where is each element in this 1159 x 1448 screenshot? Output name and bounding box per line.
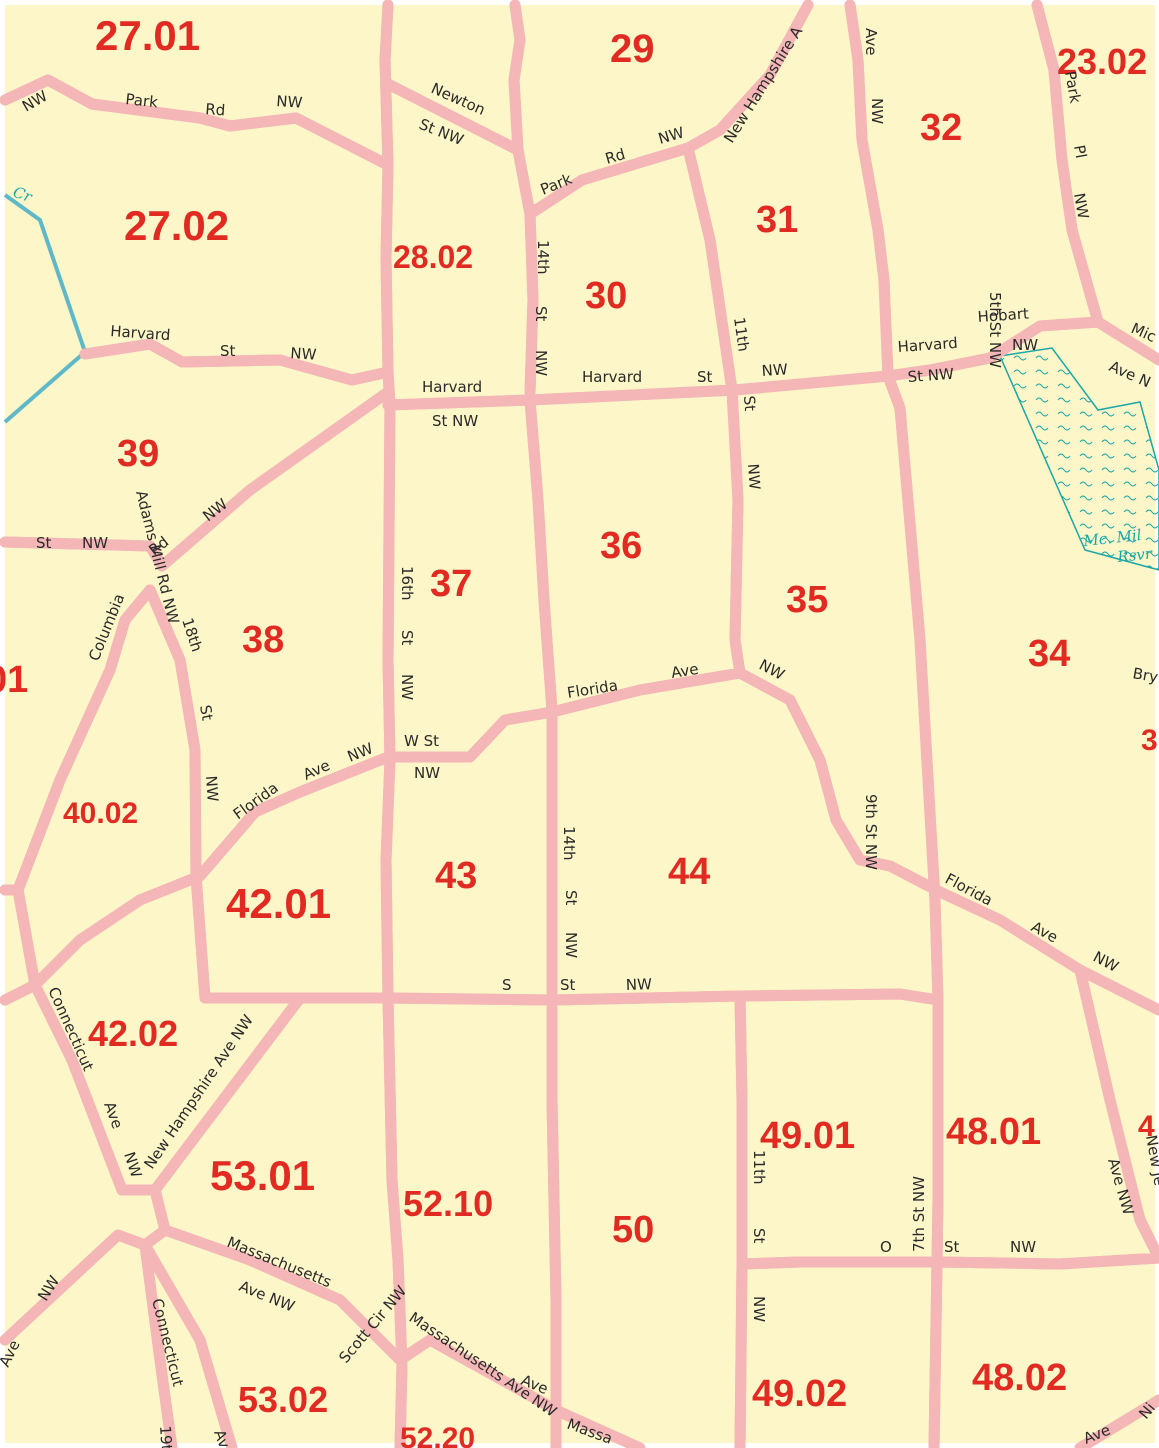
street-label: NW <box>398 674 416 700</box>
street-label: NW <box>1010 1238 1036 1256</box>
street-label: NW <box>744 463 764 490</box>
street-label: NW <box>414 764 440 782</box>
street-label: 11th <box>730 316 753 353</box>
tract-01-partial-label: 01 <box>0 659 28 701</box>
tract-34-label: 34 <box>1028 633 1070 675</box>
street-label: NW <box>276 92 303 112</box>
street-label: NW <box>868 98 886 124</box>
street-label: Pl <box>1070 144 1090 160</box>
tract-49-02-label: 49.02 <box>752 1373 847 1415</box>
street-label: Rd <box>603 145 627 168</box>
creek-line <box>3 193 88 424</box>
street-label: Harvard <box>582 368 642 386</box>
tract-50-label: 50 <box>612 1209 654 1251</box>
street-label: NW <box>562 932 580 958</box>
tract-37-label: 37 <box>430 563 472 605</box>
tract-49-01-label: 49.01 <box>760 1115 855 1157</box>
street-label: NW <box>750 1296 768 1322</box>
tract-39-label: 39 <box>117 433 159 475</box>
street-label: Ave <box>670 660 700 682</box>
reservoir-area <box>998 347 1159 571</box>
tract-29-label: 29 <box>610 27 655 71</box>
tract-31-label: 31 <box>756 199 798 241</box>
street-label: Harvard <box>897 334 958 356</box>
street-label: 14th <box>560 826 578 860</box>
tract-38-label: 38 <box>242 619 284 661</box>
tract-28-02-label: 28.02 <box>393 239 473 275</box>
street-label: S <box>502 976 512 994</box>
street-label: W St <box>404 732 439 750</box>
street-label: 19th <box>156 1425 176 1448</box>
tract-4-partial-label: 4 <box>1138 1110 1155 1143</box>
street-label: St <box>220 342 236 360</box>
street-label: NW <box>1070 192 1092 221</box>
street-label: St <box>697 368 713 386</box>
street-label: St <box>196 704 216 722</box>
street-label: Park <box>1061 70 1084 105</box>
tract-32-label: 32 <box>920 107 962 149</box>
tract-42-01-label: 42.01 <box>226 880 331 927</box>
tract-35-label: 35 <box>786 579 828 621</box>
street-label: O <box>880 1238 892 1256</box>
street-label: Ave <box>862 28 880 56</box>
street-label: NW <box>761 360 788 380</box>
creek-label: Cr <box>11 183 35 207</box>
tract-23-02-label: 23.02 <box>1057 41 1147 82</box>
street-label: St <box>36 534 52 552</box>
tract-40-02-label: 40.02 <box>63 797 138 830</box>
tract-3-partial-label: 3 <box>1141 724 1158 757</box>
street-label: St <box>944 1238 960 1256</box>
street-label: Park <box>125 90 159 111</box>
street-label: NW <box>532 350 550 376</box>
map-background <box>5 5 1155 1443</box>
street-label: St <box>750 1228 768 1244</box>
street-label: 14th <box>534 240 552 274</box>
street-label: St <box>560 976 576 994</box>
tract-labels: 27.01 29 23.02 32 27.02 28.02 31 30 39 3… <box>0 12 1158 1448</box>
tract-53-01-label: 53.01 <box>210 1152 315 1199</box>
street-label: NW <box>202 775 222 802</box>
street-label: St NW <box>432 412 478 430</box>
street-label: 9th St NW <box>862 794 880 870</box>
street-label: NW <box>82 534 108 552</box>
street-label: Hobart <box>977 304 1029 326</box>
street-label: 7th St NW <box>910 1176 928 1252</box>
tract-36-label: 36 <box>600 525 642 567</box>
tract-48-01-label: 48.01 <box>946 1111 1041 1153</box>
street-label: St <box>398 630 416 646</box>
street-label: Harvard <box>422 378 482 396</box>
street-label: Bry <box>1131 664 1159 686</box>
tract-53-02-label: 53.02 <box>238 1379 328 1420</box>
street-label: Rd <box>205 100 226 119</box>
tract-43-label: 43 <box>435 855 477 897</box>
street-label: St <box>532 306 550 322</box>
reservoir-label: Rsvr <box>1116 544 1154 566</box>
tract-48-02-label: 48.02 <box>972 1357 1067 1399</box>
tract-52-10-label: 52.10 <box>403 1183 493 1224</box>
water-labels: Mc. Mil Rsvr <box>1082 526 1154 566</box>
street-label: St <box>740 395 759 412</box>
street-label: St NW <box>907 365 955 386</box>
tract-30-label: 30 <box>585 275 627 317</box>
tract-27-02-label: 27.02 <box>124 202 229 249</box>
street-label: St <box>562 890 580 906</box>
street-label: Harvard <box>110 322 171 344</box>
street-label: 5th St NW <box>986 292 1004 368</box>
street-label: NW <box>290 344 317 364</box>
tract-27-01-label: 27.01 <box>95 12 200 59</box>
street-label: NW <box>626 975 653 994</box>
street-label: 16th <box>398 566 416 600</box>
street-label: Av <box>210 1427 233 1448</box>
street-label: 11th <box>750 1150 768 1184</box>
tract-52-20-label: 52.20 <box>400 1422 475 1448</box>
tract-42-02-label: 42.02 <box>88 1013 178 1054</box>
tract-44-label: 44 <box>668 851 710 893</box>
street-label: NW <box>1012 336 1038 354</box>
